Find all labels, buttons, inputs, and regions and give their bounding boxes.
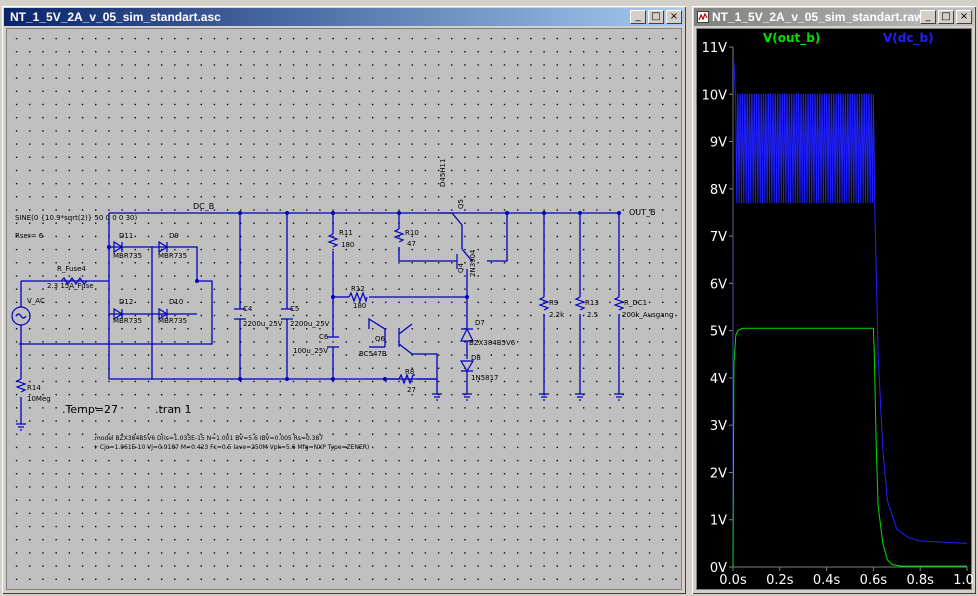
waveform-app-icon — [697, 11, 709, 23]
minimize-button[interactable]: _ — [630, 10, 646, 24]
close-button[interactable]: × — [956, 10, 972, 24]
y-tick-label: 7V — [710, 230, 727, 245]
cap-c5-value: 2200u_25V — [290, 320, 330, 328]
cap-c5-name: C5 — [290, 305, 300, 313]
res-r8-name: R8 — [405, 368, 415, 376]
res-r14-name: R14 — [27, 384, 41, 392]
schematic-title: NT_1_5V_2A_v_05_sim_standart.asc — [10, 10, 221, 24]
y-tick-label: 5V — [710, 325, 727, 340]
rser-label: Rser= 6 — [15, 232, 44, 240]
res-r12-name: R12 — [351, 285, 365, 293]
x-tick-label: 1.0s — [953, 573, 975, 588]
diode-d12-name: D12 — [119, 298, 134, 306]
y-tick-label: 4V — [710, 372, 727, 387]
d7-value: BZX384B5V6 — [469, 339, 516, 347]
waveform-plot[interactable]: 0V 1V 2V 3V 4V 5V 6V 7V 8V 9V 10V 11V 0.0s 0.2s 0.4s 0.… — [696, 28, 975, 593]
net-dc-label: DC_B — [193, 202, 215, 211]
legend-entry: V(out_b) — [763, 31, 820, 46]
fuse-name-label: R_Fuse4 — [57, 265, 86, 273]
schematic-wires — [11, 211, 625, 431]
cap-c6-name: C6 — [319, 333, 329, 341]
q4-name: Q4 — [457, 263, 465, 273]
series-line-dc-b — [732, 56, 968, 568]
diode-d9-value: MBR735 — [158, 252, 188, 260]
maximize-button[interactable]: □ — [648, 10, 664, 24]
res-r9-name: R9 — [549, 299, 559, 307]
q4-value: 2N3904 — [469, 249, 477, 277]
q6-value: BC547B — [359, 350, 387, 358]
schematic-titlebar[interactable]: NT_1_5V_2A_v_05_sim_standart.asc _ □ × — [4, 8, 684, 26]
d8-value: 1N5817 — [471, 374, 499, 382]
res-r10-value: 47 — [407, 240, 416, 248]
y-tick-label: 1V — [710, 514, 727, 529]
res-rdc1-name: R_DC1 — [624, 299, 648, 307]
diode-d10-name: D10 — [169, 298, 184, 306]
cap-c6-value: 100u_25V — [293, 347, 328, 355]
x-tick-label: 0.2s — [766, 573, 794, 588]
net-out-label: OUT_B — [629, 208, 656, 217]
diode-d11-value: MBR735 — [113, 252, 143, 260]
q5-value: D45H11 — [439, 158, 447, 187]
y-tick-label: 8V — [710, 183, 727, 198]
q6-name: Q6 — [375, 335, 385, 343]
schematic-canvas[interactable]: SINE(0 {10.9*sqrt(2)} 50 0 0 0 30) Rser=… — [6, 28, 682, 590]
legend-entry: V(dc_b) — [883, 31, 934, 46]
res-r12-value: 180 — [353, 302, 367, 310]
res-r13-name: R13 — [585, 299, 599, 307]
y-tick-label: 6V — [710, 277, 727, 292]
diode-d11-name: D11 — [119, 232, 134, 240]
res-r9-value: 2.2k — [549, 311, 565, 319]
y-tick-label: 10V — [702, 88, 728, 103]
y-tick-label: 11V — [702, 41, 728, 56]
tran-directive[interactable]: .tran 1 — [155, 403, 192, 416]
maximize-button[interactable]: □ — [938, 10, 954, 24]
temp-directive[interactable]: .Temp=27 — [62, 403, 119, 416]
y-tick-label: 0V — [710, 561, 727, 576]
cap-c4-name: C4 — [243, 305, 253, 313]
diode-d12-value: MBR735 — [113, 317, 143, 325]
cap-c4-value: 2200u_25V — [243, 320, 283, 328]
close-button[interactable]: × — [666, 10, 682, 24]
y-tick-label: 3V — [710, 419, 727, 434]
x-tick-label: 0.0s — [719, 573, 747, 588]
res-r10-name: R10 — [405, 229, 419, 237]
y-tick-label: 9V — [710, 136, 727, 151]
waveform-title: NT_1_5V_2A_v_05_sim_standart.raw — [712, 10, 920, 24]
d7-name: D7 — [475, 319, 485, 327]
fuse-value-label: 2.3 15A_Fuse — [47, 282, 94, 290]
res-r11-value: 180 — [341, 241, 355, 249]
model-line-2[interactable]: + Cjo=1.961E-10 Vj=0.9187 M=0.423 Fc=0.5… — [93, 444, 370, 451]
res-r13-value: 2.5 — [587, 311, 599, 319]
minimize-button[interactable]: _ — [920, 10, 936, 24]
waveform-window[interactable]: NT_1_5V_2A_v_05_sim_standart.raw _ □ × 0… — [690, 4, 978, 596]
x-tick-label: 0.8s — [906, 573, 934, 588]
res-rdc1-value: 200k_Ausgang — [622, 311, 674, 319]
schematic-window[interactable]: NT_1_5V_2A_v_05_sim_standart.asc _ □ × — [0, 4, 688, 596]
res-r14-value: 10Meg — [27, 395, 51, 403]
source-name-label: V_AC — [27, 297, 45, 305]
source-value-label: SINE(0 {10.9*sqrt(2)} 50 0 0 0 30) — [15, 214, 138, 222]
x-tick-label: 0.6s — [860, 573, 888, 588]
q5-name: Q5 — [457, 199, 465, 209]
diode-d10-value: MBR735 — [158, 317, 188, 325]
res-r11-name: R11 — [339, 229, 353, 237]
waveform-chart[interactable]: 0V 1V 2V 3V 4V 5V 6V 7V 8V 9V 10V 11V 0.0s 0.2s 0.4s 0.… — [697, 29, 975, 593]
res-r8-value: 27 — [407, 386, 416, 394]
x-tick-label: 0.4s — [813, 573, 841, 588]
model-line-1[interactable]: .model BZX384B5V6 D(Is=1.033E-15 N=1.001… — [93, 435, 324, 442]
series-line-out-b — [732, 327, 967, 568]
y-tick-label: 2V — [710, 466, 727, 481]
waveform-titlebar[interactable]: NT_1_5V_2A_v_05_sim_standart.raw _ □ × — [694, 8, 974, 26]
d8-name: D8 — [471, 354, 481, 362]
diode-d9-name: D9 — [169, 232, 179, 240]
